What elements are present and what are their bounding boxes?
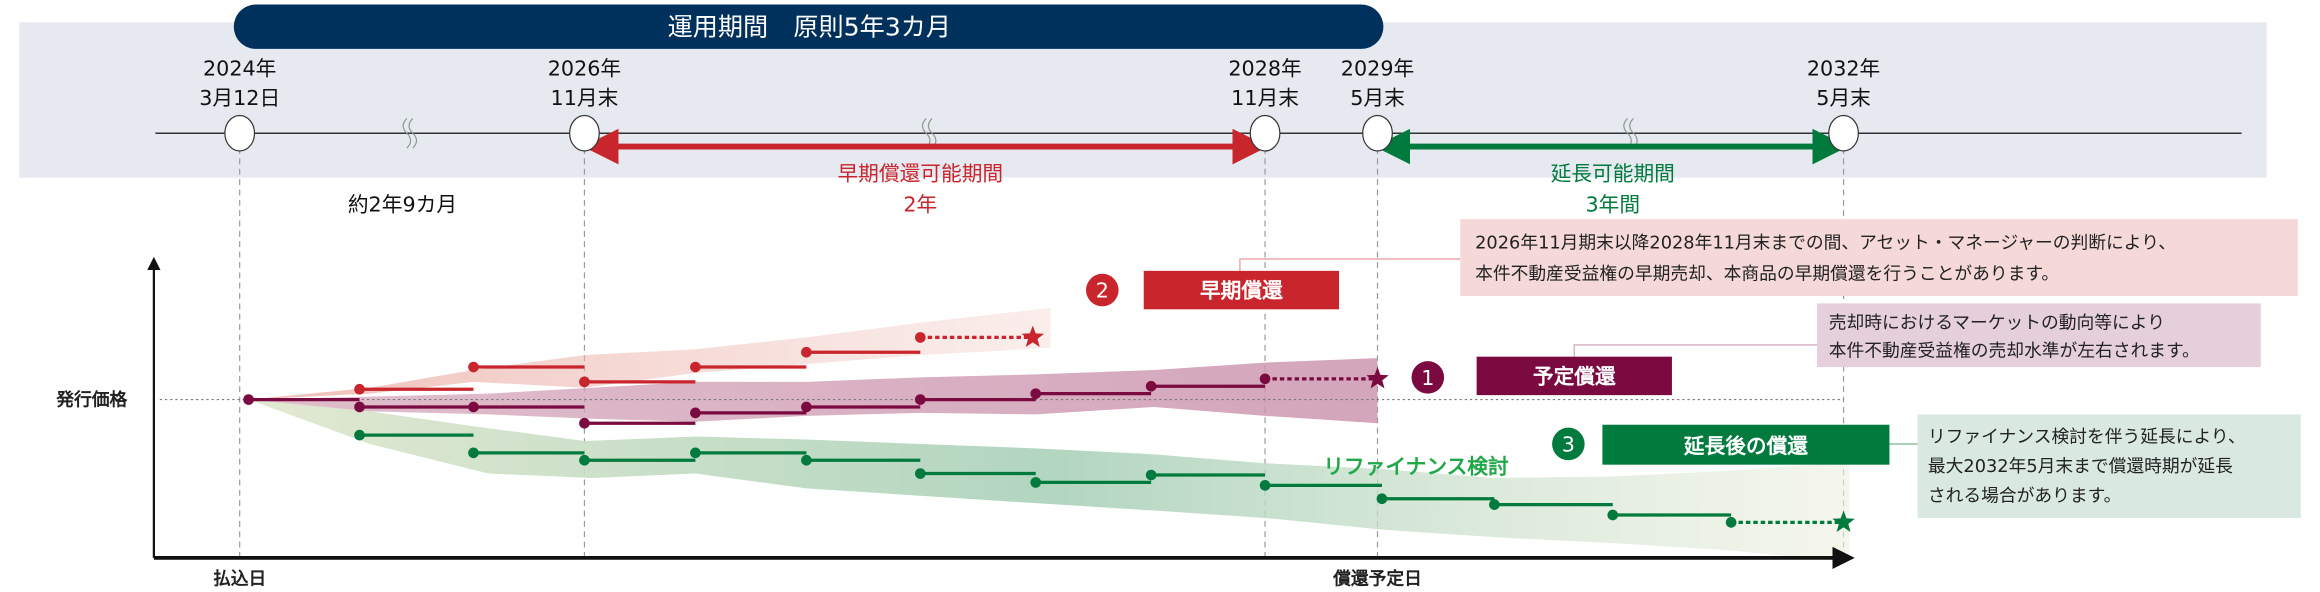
early-period-title: 早期償還可能期間 bbox=[837, 162, 1003, 186]
milestone-date: 5月末 bbox=[1816, 86, 1871, 110]
early-label: 早期償還 bbox=[1200, 278, 1283, 302]
operation-period-label: 運用期間 原則5年3カ月 bbox=[668, 13, 951, 42]
time-break-icon bbox=[408, 118, 418, 149]
scheduled-path-point bbox=[579, 417, 590, 429]
extended-path-point bbox=[1145, 469, 1157, 481]
early-note-connector bbox=[1239, 258, 1461, 271]
milestone-marker bbox=[1362, 114, 1393, 152]
milestone-year: 2024年 bbox=[203, 57, 276, 81]
scheduled-path-point bbox=[914, 394, 926, 405]
early-path-point bbox=[579, 376, 590, 388]
early-note-line2: 本件不動産受益権の早期売却、本商品の早期償還を行うことがあります。 bbox=[1475, 264, 2059, 285]
milestone-date: 11月末 bbox=[551, 86, 619, 110]
milestone-marker bbox=[1249, 114, 1281, 152]
milestone-date: 3月12日 bbox=[199, 86, 280, 110]
extended-number: 3 bbox=[1562, 432, 1575, 456]
scheduled-path-point bbox=[243, 394, 254, 405]
extended-path-point bbox=[354, 429, 365, 441]
early-path-point bbox=[801, 346, 812, 358]
scheduled-note-line1: 売却時におけるマーケットの動向等により bbox=[1829, 313, 2165, 334]
extended-path-point bbox=[914, 468, 926, 479]
extended-note-line2: 最大2032年5月末まで償還時期が延長 bbox=[1928, 456, 2233, 477]
scheduled-note-box bbox=[1816, 303, 2261, 368]
early-path-point bbox=[914, 332, 926, 343]
scheduled-path-point bbox=[690, 407, 701, 419]
extended-path-star-icon bbox=[1832, 510, 1855, 532]
extended-label-box bbox=[1602, 424, 1890, 465]
early-label-box bbox=[1143, 270, 1340, 310]
extended-path-point bbox=[1725, 517, 1737, 528]
extension-period-length: 3年間 bbox=[1585, 193, 1640, 217]
early-number-badge bbox=[1086, 273, 1119, 307]
scheduled-label-box bbox=[1476, 356, 1672, 396]
scheduled-note-connector bbox=[1573, 344, 1817, 357]
initial-period-label: 約2年9カ月 bbox=[348, 193, 457, 217]
scheduled-number-badge bbox=[1411, 361, 1445, 394]
milestone-date: 5月末 bbox=[1350, 86, 1405, 110]
operation-period-banner bbox=[233, 4, 1384, 49]
early-note-line1: 2026年11月期末以降2028年11月末までの間、アセット・マネージャーの判断… bbox=[1475, 233, 2176, 254]
milestone-year: 2026年 bbox=[548, 57, 621, 81]
milestone-marker bbox=[1828, 114, 1859, 152]
extension-period-title: 延長可能期間 bbox=[1551, 162, 1675, 186]
early-path-star-icon bbox=[1021, 325, 1045, 348]
milestone-date: 11月末 bbox=[1231, 86, 1299, 110]
extended-note-line3: される場合があります。 bbox=[1928, 486, 2121, 507]
early-note-box bbox=[1460, 219, 2298, 296]
extended-number-badge bbox=[1552, 427, 1585, 461]
early-range-band bbox=[248, 307, 1051, 400]
scheduled-path-point bbox=[354, 401, 365, 413]
scheduled-path-point bbox=[1030, 388, 1042, 399]
extended-path-point bbox=[690, 447, 701, 459]
early-period-length: 2年 bbox=[903, 193, 937, 217]
extended-note-box bbox=[1917, 414, 2301, 518]
milestone-marker bbox=[224, 114, 256, 152]
extended-label: 延長後の償還 bbox=[1683, 434, 1809, 458]
extended-path-point bbox=[1376, 493, 1388, 505]
extended-path-point bbox=[1489, 499, 1500, 510]
early-path-point bbox=[468, 361, 479, 373]
milestone-year: 2032年 bbox=[1807, 57, 1880, 81]
issue-price-label: 発行価格 bbox=[55, 388, 127, 410]
milestone-marker bbox=[569, 114, 600, 152]
scheduled-path-point bbox=[801, 401, 812, 413]
scheduled-path-point bbox=[1145, 380, 1157, 392]
extended-note-line1: リファイナンス検討を伴う延長により、 bbox=[1928, 426, 2246, 447]
extended-path-point bbox=[1259, 480, 1271, 491]
payment-date-label: 払込日 bbox=[213, 568, 266, 590]
scheduled-label: 予定償還 bbox=[1533, 364, 1616, 388]
extended-path-point bbox=[468, 447, 479, 459]
refinance-label: リファイナンス検討 bbox=[1323, 455, 1509, 479]
extended-path-point bbox=[1030, 477, 1042, 488]
scheduled-path-star-icon bbox=[1366, 367, 1389, 389]
scheduled-path-point bbox=[468, 401, 479, 413]
milestone-year: 2029年 bbox=[1341, 57, 1414, 81]
scheduled-path-point bbox=[1259, 373, 1271, 385]
scheduled-number: 1 bbox=[1421, 366, 1434, 390]
early-path-point bbox=[354, 383, 365, 395]
early-path-point bbox=[690, 361, 701, 373]
time-break-icon bbox=[402, 118, 412, 149]
extended-path-point bbox=[1607, 509, 1619, 521]
scheduled-note-line2: 本件不動産受益権の売却水準が左右されます。 bbox=[1829, 341, 2200, 362]
redemption-date-label: 償還予定日 bbox=[1332, 568, 1422, 590]
extended-path-point bbox=[579, 454, 590, 466]
milestone-year: 2028年 bbox=[1228, 57, 1301, 81]
early-number: 2 bbox=[1096, 278, 1109, 302]
extended-path-point bbox=[801, 454, 812, 466]
